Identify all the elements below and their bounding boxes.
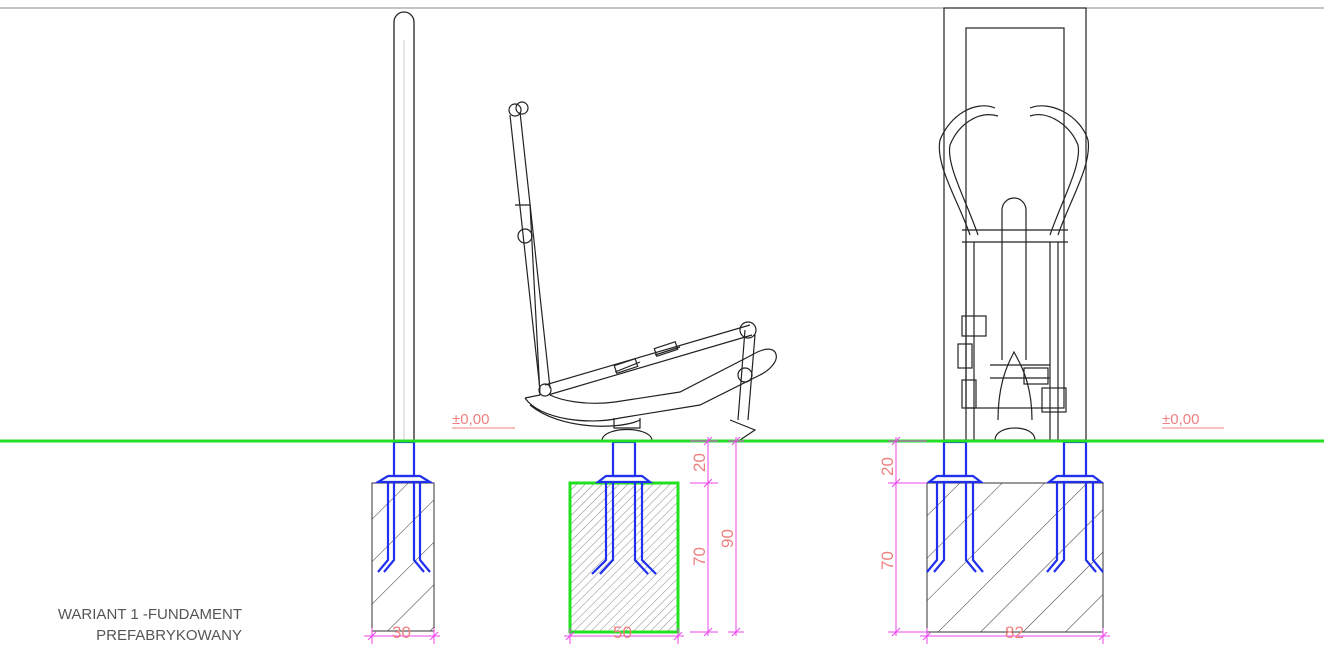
level-mark-right-label: ±0,00 — [1162, 411, 1199, 428]
level-mark-left: ±0,00 — [452, 411, 515, 429]
left-foundation — [371, 482, 435, 632]
right-foundation — [926, 482, 1104, 633]
left-view — [371, 11, 435, 632]
caption-line-1: WARIANT 1 -FUNDAMENT — [57, 606, 242, 623]
dim-depth-body-right: 70 — [878, 551, 897, 570]
dim-depth-top-right: 20 — [878, 457, 897, 476]
right-view — [938, 7, 1090, 441]
dimension-lines — [364, 437, 1110, 644]
level-mark-left-label: ±0,00 — [452, 411, 489, 428]
dimension-ticks — [367, 436, 1108, 641]
dim-depth-top-center: 20 — [690, 453, 709, 472]
right-anchors — [925, 440, 1105, 573]
level-mark-right: ±0,00 — [1162, 411, 1224, 429]
dim-width-left: 30 — [392, 623, 411, 642]
dim-width-center: 50 — [613, 623, 632, 642]
center-foundation — [568, 481, 680, 634]
left-post — [393, 11, 415, 442]
caption: WARIANT 1 -FUNDAMENT PREFABRYKOWANY — [20, 604, 242, 646]
caption-line-2: PREFABRYKOWANY — [96, 627, 242, 644]
dim-depth-total-center: 90 — [718, 529, 737, 548]
dim-depth-body-center: 70 — [690, 547, 709, 566]
dim-width-right: 82 — [1005, 623, 1024, 642]
left-anchor — [374, 440, 434, 573]
